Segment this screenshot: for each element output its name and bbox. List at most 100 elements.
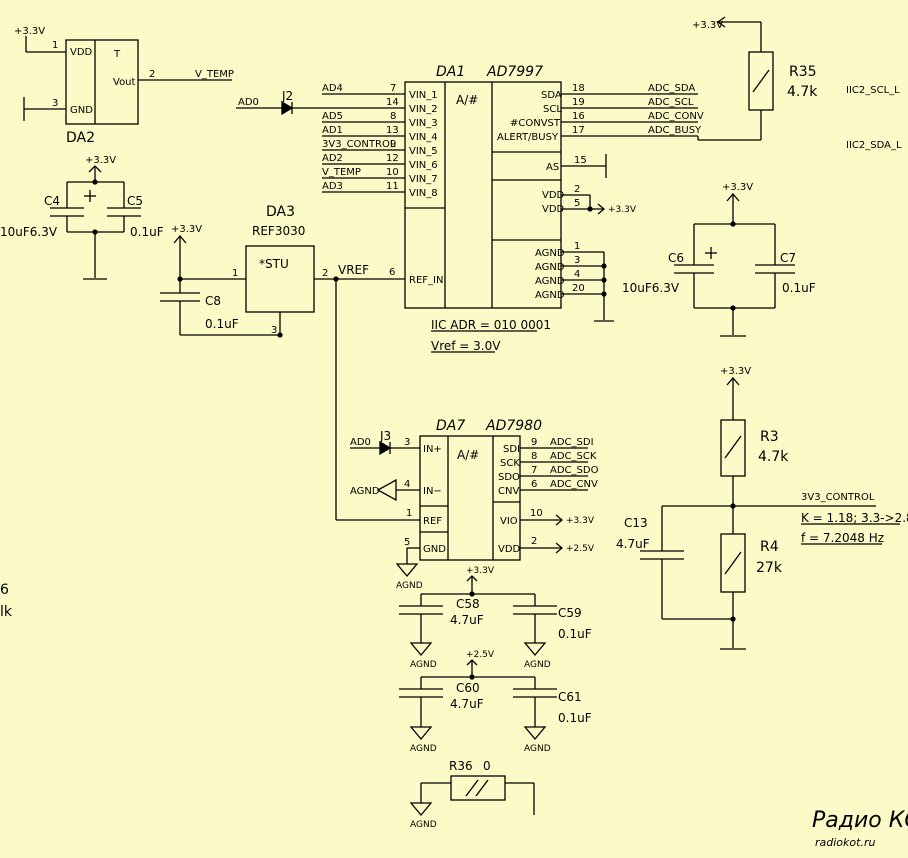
da2-net-vtemp: V_TEMP [195, 69, 234, 80]
watermark-url: radiokot.ru [815, 836, 875, 849]
da7-net-vdd: +2.5V [566, 544, 595, 554]
r3-value: 4.7k [758, 449, 789, 465]
da3-ref: DA3 [266, 204, 295, 220]
da1-vdd-supply: +3.3V [608, 205, 637, 215]
da7-gnd-label: AGND [396, 581, 423, 591]
c7-value: 0.1uF [782, 281, 816, 295]
c58-c59-decoupling: +3.3V AGND AGND C58 4.7uF C59 0.1uF [399, 566, 592, 670]
c60c61-supply: +2.5V [466, 650, 495, 660]
c6c7-supply: +3.3V [722, 182, 753, 193]
da1-pinnum-6: 12 [386, 153, 399, 164]
da1-sda-pin: SDA [541, 90, 562, 101]
ctrl-f: f = 7.2048 Hz [801, 531, 884, 545]
da2-gnd-pin: GND [70, 105, 93, 116]
r35-value: 4.7k [787, 84, 818, 100]
da7-net-inp: AD0 [350, 437, 371, 448]
c4-c5-decoupling: +3.3V C4 10uF6.3V C5 0.1uF [0, 155, 164, 280]
da1-vdd-num-b: 5 [574, 198, 580, 209]
da1-pinnum-3: 8 [390, 111, 396, 122]
da3-body-label: *STU [259, 257, 289, 271]
j2-label: J2 [281, 89, 293, 103]
c60-value: 4.7uF [450, 697, 484, 711]
r4-ref: R4 [760, 539, 779, 555]
r35-pullup: +3.3V R35 4.7k IIC2_SCL_L IIC2_SDA_L [692, 16, 902, 151]
control-divider: +3.3V R3 4.7k 3V3_CONTROL K = 1.18; 3.3-… [616, 366, 908, 650]
da7-net-cnv: ADC_CNV [550, 479, 598, 490]
da1-agnd-num-b: 3 [574, 255, 580, 266]
da1-scl-net: ADC_SCL [648, 97, 694, 108]
da1-convst-pin: #CONVST [510, 118, 561, 129]
da7-pin-inm: IN− [423, 486, 442, 497]
da7-num-inp: 3 [404, 437, 410, 448]
da1-pinnum-5: 9 [390, 139, 396, 150]
da1-net-3: AD5 [322, 111, 343, 122]
r35-supply: +3.3V [692, 20, 723, 31]
c6-c7-decoupling: +3.3V C6 10uF6.3V C7 0.1uF [622, 182, 816, 337]
da7-num-inm: 4 [404, 479, 410, 490]
da1-sda-num: 18 [572, 83, 585, 94]
c59-value: 0.1uF [558, 627, 592, 641]
c60-ref: C60 [456, 681, 480, 695]
da1-convst-num: 16 [572, 111, 585, 122]
r3-supply: +3.3V [720, 366, 751, 377]
da1-pin-7: VIN_7 [409, 174, 438, 185]
da1-alert-num: 17 [572, 125, 585, 136]
da7-pin-sdo: SDO [498, 472, 520, 483]
da2-ref: DA2 [66, 130, 95, 146]
da3-pin3-num: 3 [271, 325, 277, 336]
da7-net-sdo: ADC_SDO [550, 465, 599, 476]
da7-net-sdi: ADC_SDI [550, 437, 594, 448]
da7-pin-vio: VIO [500, 516, 518, 527]
da3-pin1-num: 1 [232, 268, 238, 279]
da1-agnd-num-c: 4 [574, 269, 580, 280]
ctrl-net: 3V3_CONTROL [801, 492, 875, 503]
c8-value: 0.1uF [205, 317, 239, 331]
da1-vdd-pin-a: VDD [542, 190, 565, 201]
da1-alert-net: ADC_BUSY [648, 125, 702, 136]
c6-ref: C6 [668, 251, 684, 265]
c6-value: 10uF6.3V [622, 281, 680, 295]
da7-num-vio: 10 [530, 508, 543, 519]
da1-net-6: AD2 [322, 153, 343, 164]
da1-net-4: AD1 [322, 125, 343, 136]
c5-value: 0.1uF [130, 225, 164, 239]
da1-net-1: AD4 [322, 83, 343, 94]
da1-adc-label: A/# [456, 93, 478, 107]
c60-gnd-label: AGND [410, 744, 437, 754]
da1-pin-4: VIN_4 [409, 132, 438, 143]
ctrl-k: K = 1.18; 3.3->2.82 [801, 511, 908, 525]
da7-num-cnv: 6 [531, 479, 537, 490]
da1-scl-num: 19 [572, 97, 585, 108]
da1-agnd-pin-b: AGND [535, 262, 565, 273]
c61-gnd-label: AGND [524, 744, 551, 754]
da1-refin-pin: REF_IN [409, 275, 443, 286]
da1-pinnum-4: 13 [386, 125, 399, 136]
da3-pin2-num: 2 [322, 268, 328, 279]
da1-convst-net: ADC_CONV [648, 111, 704, 122]
da3-part: REF3030 [252, 224, 305, 238]
da3-reference: DA3 REF3030 +3.3V 1 C8 0.1uF *STU 3 2 VR… [160, 204, 420, 521]
da7-num-ref: 1 [406, 508, 412, 519]
da7-net-vio: +3.3V [566, 516, 595, 526]
da2-pin3-num: 3 [52, 98, 58, 109]
c13-ref: C13 [624, 516, 648, 530]
da7-pin-ref: REF [423, 516, 442, 527]
da1-vdd-pin-b: VDD [542, 204, 565, 215]
r36-gnd-label: AGND [410, 820, 437, 830]
da7-num-sdo: 7 [531, 465, 537, 476]
da7-body [419, 435, 521, 561]
da1-as-num: 15 [574, 155, 587, 166]
da3-body [245, 245, 315, 313]
da1-pin-8: VIN_8 [409, 188, 438, 199]
da1-agnd-pin-c: AGND [535, 276, 565, 287]
da1-pinnum-2: 14 [386, 97, 399, 108]
watermark-title: Радио КОТ [812, 808, 908, 833]
da1-part: AD7997 [486, 64, 543, 80]
c13-value: 4.7uF [616, 537, 650, 551]
da1-pin-3: VIN_3 [409, 118, 438, 129]
r36-value: 0 [483, 759, 491, 773]
da2-vdd-supply: +3.3V [14, 26, 45, 37]
c5-ref: C5 [127, 194, 143, 208]
da7-pin-sdi: SDI [503, 444, 520, 455]
